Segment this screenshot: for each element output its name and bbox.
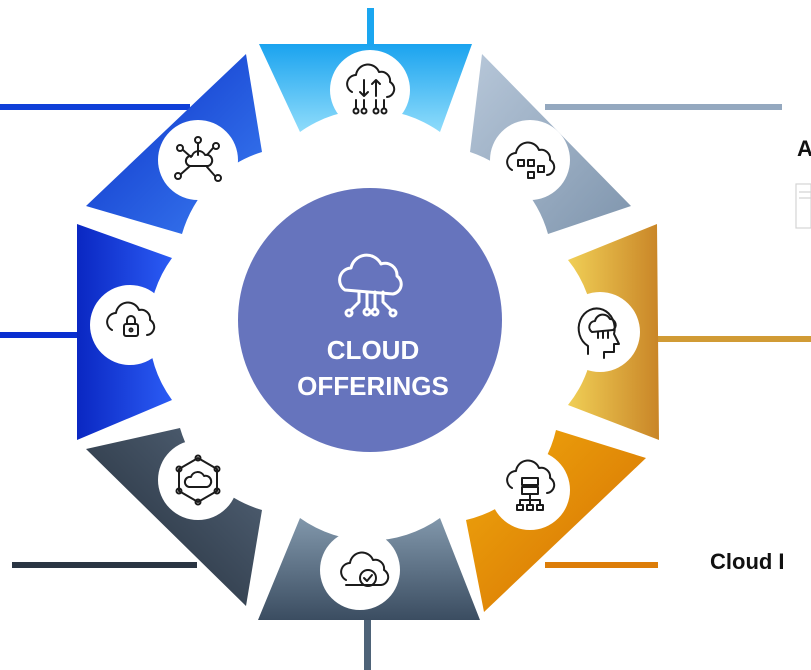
cloud-data-transfer-icon: [346, 63, 396, 115]
center-title-line2: OFFERINGS: [297, 371, 449, 401]
document-icon: [795, 183, 811, 229]
connector-lines: [0, 8, 811, 670]
center-title-line1: CLOUD: [326, 335, 420, 365]
cloud-lock-icon: [106, 301, 156, 337]
center-circle: [238, 188, 502, 452]
segment-bottom-right: [466, 430, 646, 612]
connector-left: [0, 332, 86, 338]
connector-bottom: [364, 620, 371, 670]
connector-top-left: [0, 104, 190, 110]
cloud-network-icon: [174, 136, 222, 182]
badge-top-left: [158, 120, 238, 200]
center-title: CLOUD OFFERINGS: [268, 332, 478, 404]
badge-top: [330, 50, 410, 130]
connector-top: [367, 8, 374, 53]
cloud-circuit-icon: [338, 253, 403, 318]
connector-bottom-right: [545, 562, 658, 568]
connector-bottom-left: [12, 562, 197, 568]
cloud-apps-icon: [506, 141, 556, 179]
label-right-top: A: [797, 136, 811, 161]
cloud-server-icon: [506, 459, 556, 511]
cloud-check-icon: [340, 551, 390, 587]
segment-bottom-left: [86, 428, 262, 606]
badge-bottom-right: [490, 450, 570, 530]
badge-bottom-left: [158, 440, 238, 520]
cloud-network-hex-icon: [175, 454, 221, 506]
badge-bottom: [320, 530, 400, 610]
connector-top-right: [545, 104, 782, 110]
label-right-bottom: Cloud I: [710, 549, 785, 574]
cloud-ai-head-icon: [577, 307, 620, 359]
connector-right: [650, 336, 811, 342]
